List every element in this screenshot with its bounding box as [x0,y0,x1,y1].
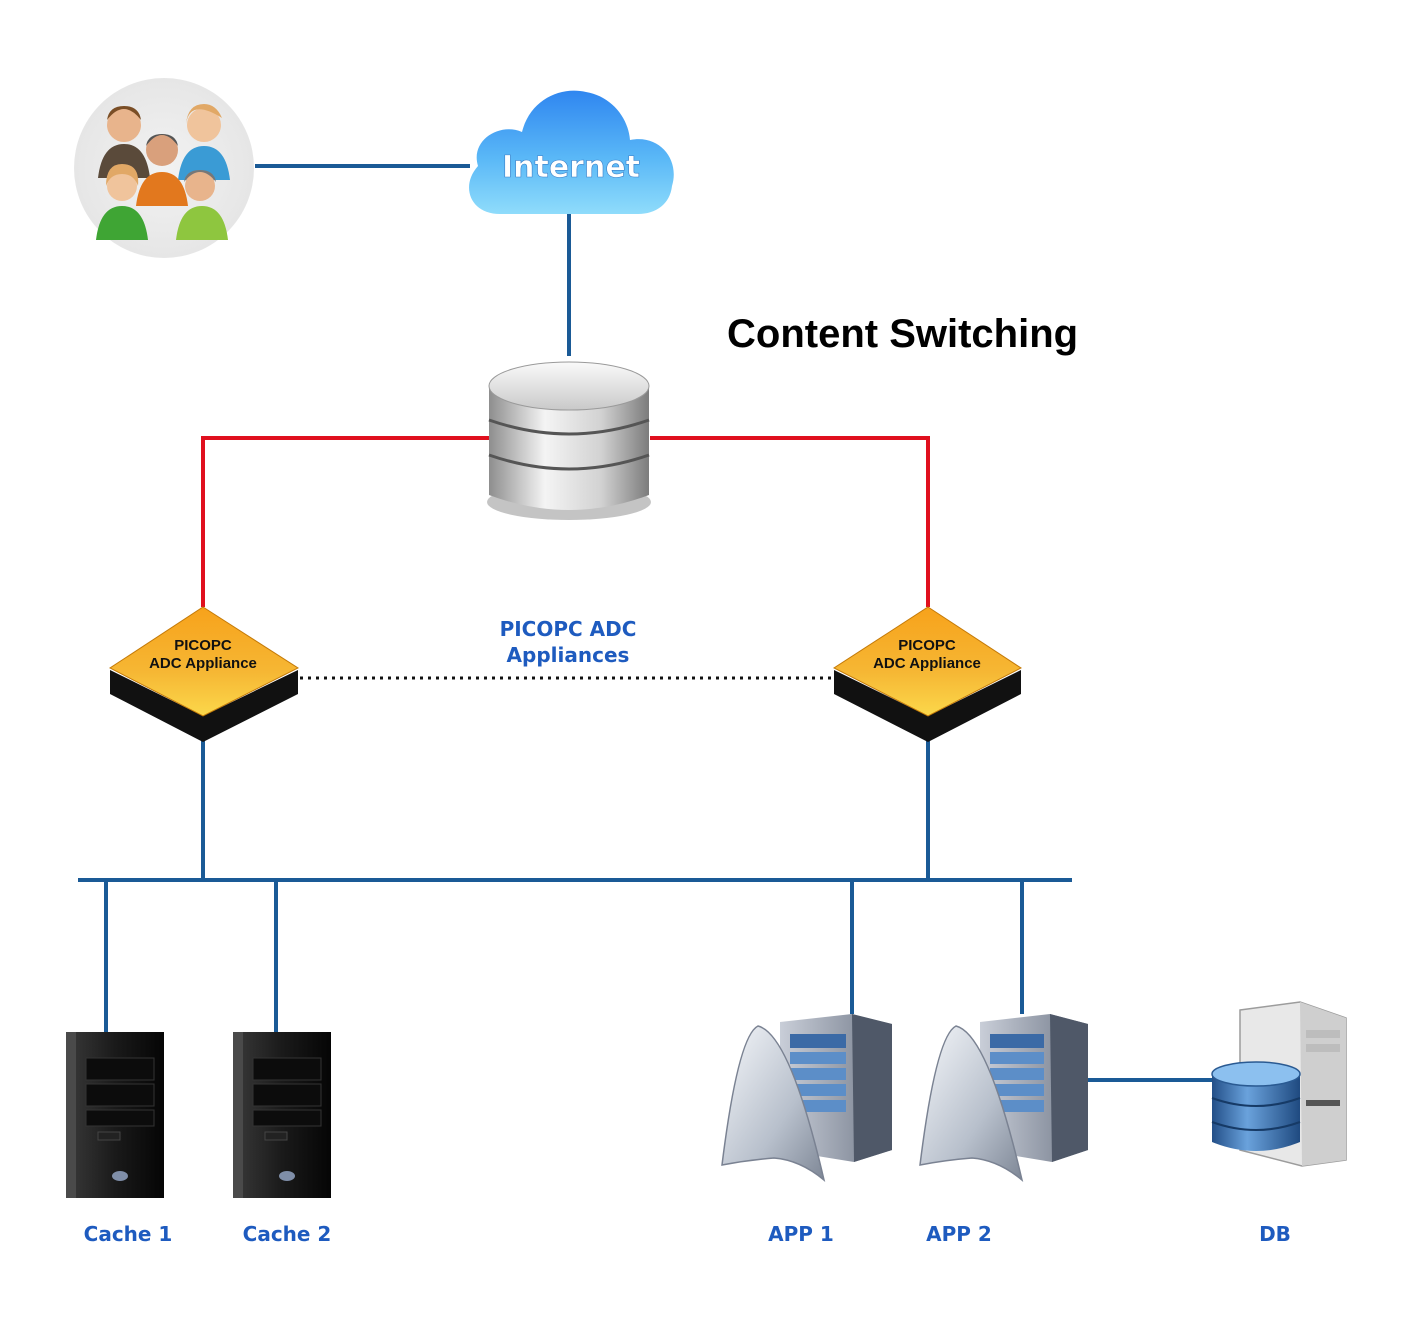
db-label: DB [1259,1222,1291,1246]
cloud-icon: Internet [469,90,674,214]
app2-label: APP 2 [926,1222,992,1246]
connection-lines [78,164,1212,1082]
adc-left-type: ADC Appliance [149,655,257,672]
cache1-label: Cache 1 [84,1222,173,1246]
adc-left-name: PICOPC [174,637,232,654]
cache2-label: Cache 2 [243,1222,332,1246]
users-group-icon [74,78,254,258]
adc-right-type: ADC Appliance [873,655,981,672]
router-to-right-adc-line [650,436,930,607]
adc-appliance-left: PICOPC ADC Appliance [109,606,300,742]
adc-appliance-right: PICOPC ADC Appliance [833,606,1022,742]
app-server-icon-app2 [919,1014,1088,1183]
adc-caption-line2: Appliances [507,643,630,667]
internet-label: Internet [502,150,640,185]
tower-server-icon-cache1 [66,1032,164,1198]
page-title: Content Switching [727,312,1078,356]
adc-right-name: PICOPC [898,637,956,654]
tower-server-icon-cache2 [233,1032,331,1198]
app-server-icon-app1 [721,1014,892,1183]
adc-caption-line1: PICOPC ADC [500,617,637,641]
app1-label: APP 1 [768,1222,834,1246]
database-cylinder-icon [487,361,651,520]
database-server-icon [1211,1001,1347,1167]
router-to-left-adc-line [201,436,490,607]
